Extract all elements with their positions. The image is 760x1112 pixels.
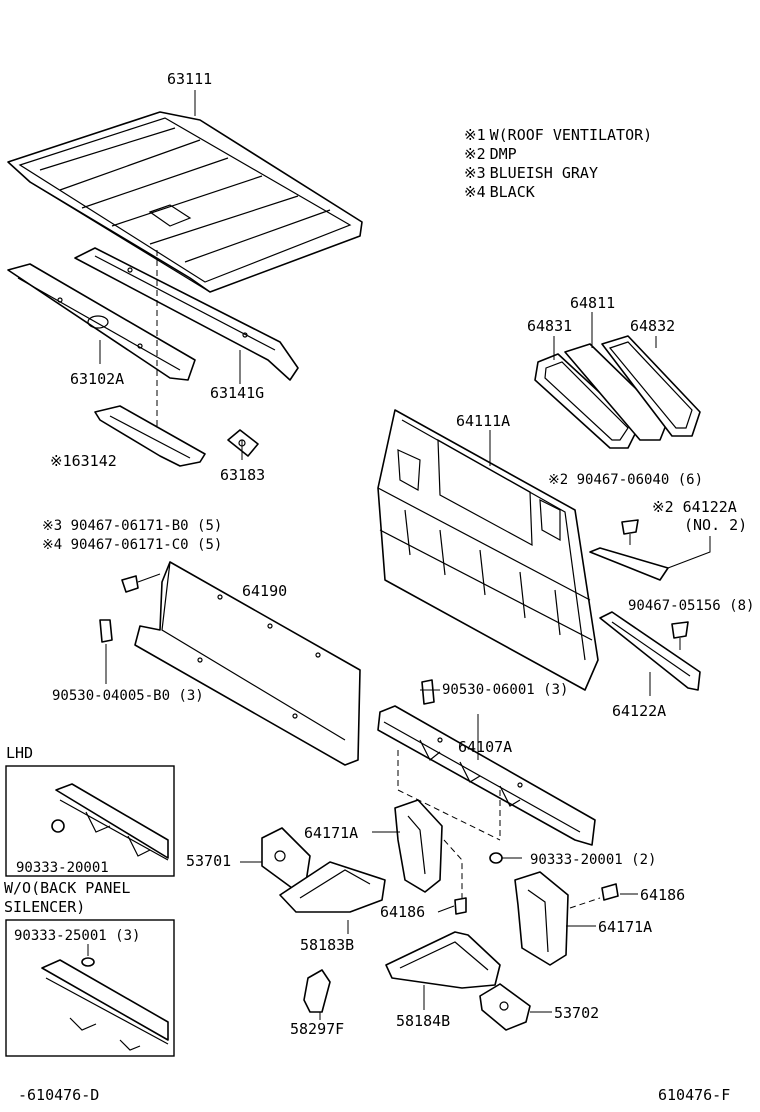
inset-wo-silencer: W/O(BACK PANEL SILENCER) 90333-25001 (3) (4, 879, 175, 1057)
label-64186-upper: 64186 (640, 886, 685, 904)
label-64190: 64190 (242, 582, 287, 600)
stud-90530-04005 (99, 619, 113, 684)
label-64107a: 64107A (458, 738, 512, 756)
label-64122a: 64122A (612, 702, 666, 720)
inset-lhd-title: LHD (6, 744, 33, 762)
inset-lhd: LHD 90333-20001 (5, 744, 175, 877)
bracket-64171a-lower (514, 871, 569, 966)
label-64831: 64831 (527, 317, 572, 335)
clip-90467-06040 (621, 519, 639, 545)
label-64122a-no2-sub: (NO. 2) (684, 516, 747, 534)
clip-63183 (227, 429, 259, 457)
footer-code-right: 610476-F (658, 1086, 730, 1104)
roof-panel (7, 111, 363, 293)
back-window-assembly (534, 335, 701, 449)
label-63142: ※163142 (50, 452, 117, 470)
clip-64186-lower (454, 897, 467, 915)
clip-90333-20001 (489, 852, 522, 864)
rear-crossmember (377, 705, 596, 846)
leader-lines (99, 90, 711, 1020)
screw-90467-06171 (121, 573, 161, 593)
label-64832: 64832 (630, 317, 675, 335)
label-64111a: 64111A (456, 412, 510, 430)
inset-wo-title-2: SILENCER) (4, 898, 85, 916)
garnish-upper (589, 547, 669, 581)
inset-wo-part: 90333-25001 (3) (14, 928, 140, 944)
back-panel-silencer (134, 561, 361, 766)
stud-90530-06001 (421, 679, 435, 705)
label-58183b: 58183B (300, 936, 354, 954)
label-64122a-no2: ※2 64122A (652, 498, 737, 516)
inset-lhd-part: 90333-20001 (16, 860, 109, 876)
label-90530-06001: 90530-06001 (3) (442, 682, 568, 698)
label-63102a: 63102A (70, 370, 124, 388)
label-90467-05156: 90467-05156 (8) (628, 598, 754, 614)
label-90530-04005: 90530-04005-B0 (3) (52, 688, 204, 704)
footer-code-left: -610476-D (18, 1086, 99, 1104)
label-90467-06171-c0: ※4 90467-06171-C0 (5) (42, 537, 222, 553)
part-labels: 63111 63102A 63141G ※163142 63183 64811 … (42, 70, 754, 1038)
garnish-lower (599, 611, 701, 691)
roof-rail-rear (74, 247, 299, 381)
label-58184b: 58184B (396, 1012, 450, 1030)
roof-header-front (7, 263, 196, 381)
label-64811: 64811 (570, 294, 615, 312)
label-53701: 53701 (186, 852, 231, 870)
inset-wo-title-1: W/O(BACK PANEL (4, 879, 130, 897)
bracket-64171a-upper (394, 799, 443, 893)
label-90467-06040: ※2 90467-06040 (6) (548, 472, 703, 488)
clip-64186-upper (601, 883, 619, 901)
bracket-53702 (479, 983, 531, 1031)
label-90467-06171-b0: ※3 90467-06171-B0 (5) (42, 518, 222, 534)
label-64171a-lower: 64171A (598, 918, 652, 936)
back-panel (377, 409, 599, 691)
clip-90467-05156 (671, 621, 689, 650)
label-63183: 63183 (220, 466, 265, 484)
floor-member-58184b (385, 931, 501, 989)
label-64171a-upper: 64171A (304, 824, 358, 842)
label-64186-lower: 64186 (380, 903, 425, 921)
label-63141g: 63141G (210, 384, 264, 402)
label-58297f: 58297F (290, 1020, 344, 1038)
label-63111: 63111 (167, 70, 212, 88)
floor-member-58183b (279, 861, 386, 913)
ventilator-bracket (94, 405, 206, 467)
label-53702: 53702 (554, 1004, 599, 1022)
label-90333-20001: 90333-20001 (2) (530, 852, 656, 868)
bracket-58297f (303, 969, 331, 1013)
